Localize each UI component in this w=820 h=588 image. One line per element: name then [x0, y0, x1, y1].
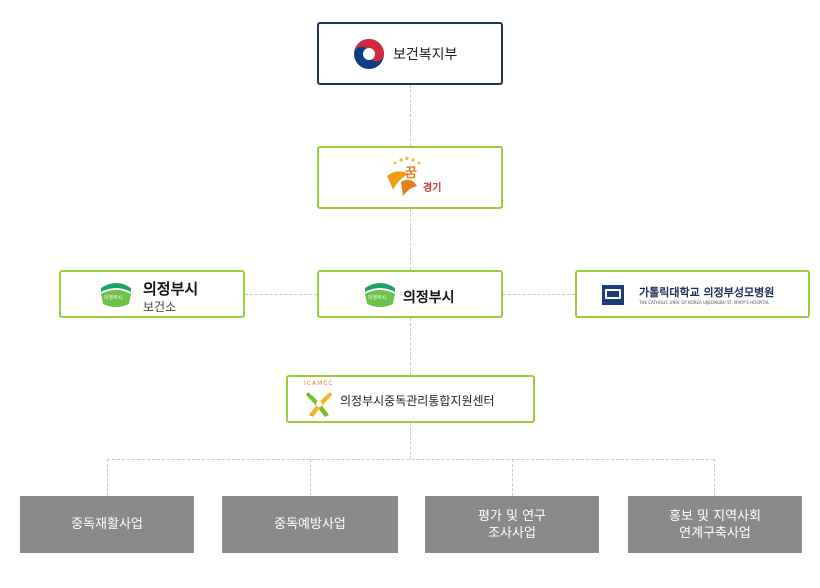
program-label: 중독예방사업: [274, 517, 346, 532]
connector-center-branch: [410, 423, 411, 459]
connector-branch-1: [107, 459, 108, 496]
hospital-emblem-icon: [602, 285, 624, 305]
gyeonggi-logo-icon: [387, 156, 421, 196]
hospital-name: 가톨릭대학교 의정부성모병원: [639, 286, 775, 299]
program-prevention[interactable]: 중독예방사업: [222, 496, 398, 553]
program-label-line2: 연계구축사업: [679, 525, 751, 541]
program-rehabilitation[interactable]: 중독재활사업: [20, 496, 194, 553]
uijeongbu-logo-icon: [101, 283, 131, 307]
hospital-sub: THE CATHOLIC UNIV. OF KOREA UIJEONGBU ST…: [639, 300, 770, 305]
health-center-badge: 의정부시: [104, 295, 123, 301]
city-badge: 의정부시: [368, 295, 387, 301]
city-name: 의정부시: [403, 290, 455, 306]
program-label: 중독재활사업: [71, 517, 143, 532]
center-mark: ICAMCC: [304, 380, 334, 387]
program-promotion-network[interactable]: 홍보 및 지역사회 연계구축사업: [628, 496, 802, 553]
ministry-node[interactable]: 보건복지부: [317, 22, 503, 85]
center-name: 의정부시중독관리통합지원센터: [340, 394, 495, 408]
health-center-node[interactable]: 의정부시 의정부시 보건소: [59, 270, 245, 318]
center-node[interactable]: ICAMCC 의정부시중독관리통합지원센터: [286, 375, 535, 423]
uijeongbu-logo-icon: [365, 283, 395, 307]
connector-city-hospital: [503, 294, 575, 295]
health-center-name: 의정부시: [143, 280, 199, 298]
city-node[interactable]: 의정부시 의정부시: [317, 270, 503, 318]
connector-city-center: [410, 318, 411, 375]
connector-branch-3: [512, 459, 513, 496]
taegeuk-icon: [354, 39, 384, 69]
connector-branch-2: [310, 459, 311, 496]
province-logo-main: 꿈: [405, 166, 417, 181]
program-label: 평가 및 연구: [477, 508, 547, 524]
center-logo-icon: [306, 392, 332, 417]
connector-branch-horizontal: [107, 459, 714, 460]
province-node[interactable]: 꿈 경기: [317, 146, 503, 209]
connector-branch-4: [714, 459, 715, 496]
program-label-line2: 조사사업: [488, 525, 536, 541]
connector-healthcenter-city: [245, 294, 317, 295]
connector-ministry-province: [410, 85, 411, 146]
program-label: 홍보 및 지역사회: [669, 508, 761, 524]
connector-province-city: [410, 209, 411, 270]
hospital-node[interactable]: 가톨릭대학교 의정부성모병원 THE CATHOLIC UNIV. OF KOR…: [575, 270, 810, 318]
program-evaluation-research[interactable]: 평가 및 연구 조사사업: [425, 496, 599, 553]
province-logo-sub: 경기: [423, 183, 442, 194]
health-center-sub: 보건소: [143, 300, 177, 314]
ministry-name: 보건복지부: [393, 47, 458, 63]
